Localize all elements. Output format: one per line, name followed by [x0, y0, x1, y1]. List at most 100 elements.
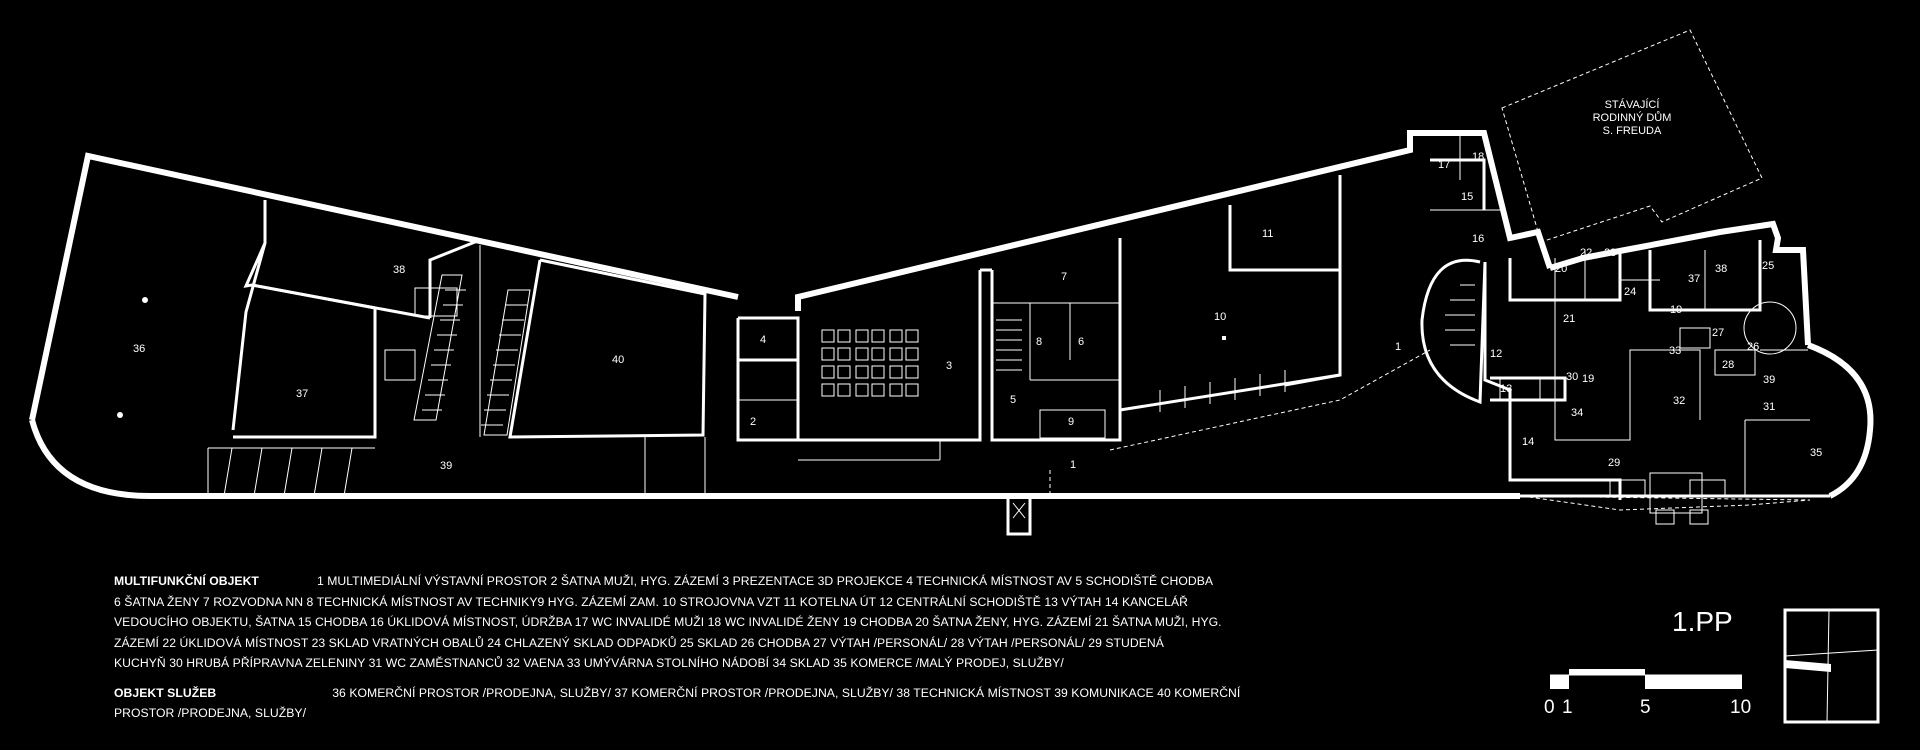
- room-label-19a: 19: [1582, 373, 1594, 385]
- room-label-2: 2: [750, 416, 756, 428]
- room-label-27: 27: [1712, 327, 1724, 339]
- entry-29: [1649, 472, 1703, 514]
- lift-27: [1679, 327, 1711, 349]
- legend-multi-line2: 6 ŠATNA ŽENY 7 ROZVODNA NN 8 TECHNICKÁ M…: [114, 594, 1189, 609]
- room-9-box: [1039, 409, 1106, 439]
- partition-36: [231, 200, 267, 431]
- existing-building-line3: S. FREUDA: [1603, 125, 1662, 137]
- counter-a: [1609, 479, 1646, 496]
- scale-tick-10: 10: [1730, 697, 1752, 718]
- room-label-22: 22: [1580, 247, 1592, 259]
- room-label-18: 18: [1472, 151, 1484, 163]
- legend-serv: OBJEKT SLUŽEB 36 KOMERČNÍ PROSTOR /PRODEJ…: [114, 683, 1404, 724]
- legend-multi-heading: MULTIFUNKČNÍ OBJEKT: [114, 574, 259, 588]
- stair-5: [996, 319, 1022, 371]
- room-label-24: 24: [1624, 286, 1636, 298]
- room-label-33: 33: [1669, 345, 1681, 357]
- room-label-5: 5: [1010, 394, 1016, 406]
- central-stair-oval: [1420, 258, 1487, 405]
- room-3-walls: [798, 270, 982, 442]
- legend-multi-line5: KUCHYŇ 30 HRUBÁ PŘÍPRAVNA ZELENINY 31 WC…: [114, 656, 1064, 670]
- column-marker: [1222, 336, 1226, 340]
- counter-b: [1689, 479, 1726, 496]
- lift-38: [384, 349, 416, 381]
- room-label-1a: 1: [1395, 341, 1401, 353]
- key-plan: [1783, 608, 1880, 724]
- wing-east-walls: [1483, 262, 1622, 500]
- legend: MULTIFUNKČNÍ OBJEKT 1 MULTIMEDIÁLNÍ VÝSTA…: [114, 571, 1404, 724]
- room-label-38b: 38: [1715, 263, 1727, 275]
- partition-38: [243, 242, 431, 320]
- room-label-13: 13: [1500, 383, 1512, 395]
- room-label-11: 11: [1262, 228, 1273, 240]
- sheet-label: 1.PP: [1672, 606, 1733, 637]
- existing-building-line2: RODINNÝ DŮM: [1593, 111, 1672, 124]
- scale-seg-2: [1569, 669, 1645, 675]
- room-label-37b: 37: [1688, 273, 1700, 285]
- scale-tick-1: 1: [1562, 697, 1573, 718]
- scale-tick-0: 0: [1544, 697, 1555, 718]
- room-label-29: 29: [1608, 457, 1620, 469]
- room-label-23: 23: [1604, 247, 1616, 259]
- key-plan-marker: [1785, 660, 1831, 672]
- room-label-16: 16: [1472, 233, 1484, 245]
- terrace-edge: [1521, 495, 1811, 511]
- partition-40: [508, 258, 707, 439]
- ramp-39: [207, 447, 375, 497]
- scale-tick-5: 5: [1640, 697, 1651, 718]
- lift-28: [1714, 349, 1756, 376]
- legend-multi-line4: ZÁZEMÍ 22 ÚKLIDOVÁ MÍSTNOST 23 SKLAD VRA…: [114, 635, 1164, 650]
- room-labels: 1 1 2 3 4 5 6 7 8 9 10 11 12 13 14 15 16…: [133, 151, 1822, 472]
- room-label-14: 14: [1522, 436, 1534, 448]
- room-label-19b: 19: [1670, 304, 1682, 316]
- box-a: [1655, 509, 1675, 525]
- room-label-39b: 39: [1763, 374, 1775, 386]
- room-label-32: 32: [1673, 395, 1685, 407]
- room-30-34-walls: [1554, 300, 1701, 441]
- core-walls-15-18: [1430, 158, 1486, 210]
- room-20-24: [1508, 250, 1622, 302]
- room-label-21: 21: [1563, 313, 1575, 325]
- room-label-10: 10: [1214, 311, 1226, 323]
- room-1-walls: [1284, 175, 1342, 387]
- room-label-3: 3: [946, 360, 952, 372]
- legend-multi-line1: 1 MULTIMEDIÁLNÍ VÝSTAVNÍ PROSTOR 2 ŠATNA…: [316, 574, 1214, 588]
- column-dot-2: [117, 412, 123, 418]
- east-north-wall: [1549, 220, 1811, 346]
- legend-serv-heading: OBJEKT SLUŽEB: [114, 685, 217, 700]
- shaft: [1006, 494, 1032, 536]
- room-label-26: 26: [1747, 341, 1759, 353]
- column-dot-1: [142, 297, 148, 303]
- room-label-25: 25: [1762, 260, 1774, 272]
- gallery-edge: [1109, 349, 1431, 451]
- room-label-37: 37: [296, 388, 308, 400]
- room-label-38: 38: [393, 264, 405, 276]
- room-label-28: 28: [1722, 359, 1734, 371]
- lift-13: [1499, 377, 1541, 401]
- shaft-small: [414, 287, 458, 317]
- room-label-9: 9: [1068, 416, 1074, 428]
- scale-bar: [1550, 669, 1742, 689]
- west-wing-wall: [29, 152, 739, 421]
- central-north-wall: [795, 130, 1553, 311]
- scale-seg-1: [1550, 675, 1569, 689]
- stair-38-b: [481, 289, 531, 436]
- room-11-walls: [1228, 205, 1340, 272]
- room-label-8: 8: [1036, 336, 1042, 348]
- room-label-4: 4: [760, 334, 766, 346]
- west-wing-interior: [117, 200, 707, 497]
- room-label-7: 7: [1061, 271, 1067, 283]
- spiral-stair-26: [1743, 301, 1797, 355]
- stair-38-a: [413, 274, 466, 421]
- seating-room-3: [821, 329, 919, 397]
- south-west-curve: [29, 419, 151, 499]
- legend-serv-line1: 36 KOMERČNÍ PROSTOR /PRODEJNA, SLUŽBY/ 3…: [332, 685, 1241, 700]
- room-label-40: 40: [612, 354, 624, 366]
- central-interior: [736, 175, 1431, 496]
- box-b: [1689, 509, 1709, 525]
- east-curve: [1806, 342, 1874, 499]
- outer-walls: [29, 130, 1874, 536]
- shaft-cross-2: [1012, 502, 1026, 519]
- room-label-30: 30: [1566, 371, 1578, 383]
